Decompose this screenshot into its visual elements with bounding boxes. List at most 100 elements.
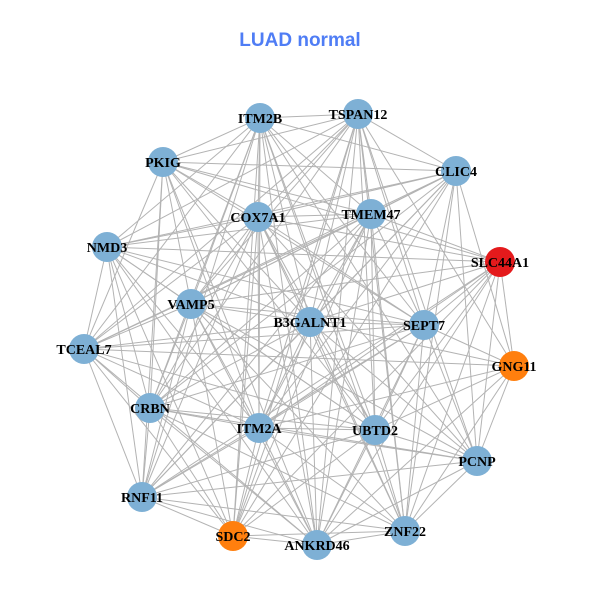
- edge-ITM2B-PKIG: [162, 117, 261, 163]
- edge-SLC44A1-UBTD2: [374, 261, 501, 431]
- node-circle[interactable]: [356, 199, 386, 229]
- edge-UBTD2-ZNF22: [374, 429, 406, 532]
- node-TMEM47[interactable]: TMEM47: [341, 199, 401, 229]
- node-circle[interactable]: [245, 103, 275, 133]
- edge-CRBN-PCNP: [149, 407, 478, 462]
- edge-ITM2B-TSPAN12: [259, 113, 359, 119]
- edge-SLC44A1-ITM2A: [258, 261, 501, 429]
- node-B3GALNT1[interactable]: B3GALNT1: [273, 307, 347, 337]
- edge-PKIG-SLC44A1: [162, 161, 501, 263]
- node-circle[interactable]: [148, 147, 178, 177]
- node-circle[interactable]: [127, 482, 157, 512]
- edge-COX7A1-PCNP: [257, 216, 478, 462]
- node-CRBN[interactable]: CRBN: [130, 393, 170, 423]
- node-NMD3[interactable]: NMD3: [87, 232, 127, 262]
- edge-TMEM47-SEPT7: [370, 213, 425, 326]
- node-ITM2B[interactable]: ITM2B: [238, 103, 282, 133]
- node-circle[interactable]: [485, 247, 515, 277]
- edge-COX7A1-TCEAL7: [83, 216, 259, 350]
- edge-COX7A1-ITM2A: [257, 216, 260, 429]
- node-TCEAL7[interactable]: TCEAL7: [56, 334, 112, 364]
- node-COX7A1[interactable]: COX7A1: [230, 202, 286, 232]
- node-circle[interactable]: [92, 232, 122, 262]
- edge-CRBN-SDC2: [149, 407, 234, 537]
- node-PKIG[interactable]: PKIG: [145, 147, 181, 177]
- node-ANKRD46[interactable]: ANKRD46: [284, 530, 350, 560]
- edge-B3GALNT1-TCEAL7: [83, 321, 311, 350]
- node-circle[interactable]: [69, 334, 99, 364]
- edge-TSPAN12-ITM2A: [258, 113, 359, 429]
- edge-TMEM47-SDC2: [232, 213, 372, 537]
- edge-TCEAL7-ITM2A: [83, 348, 260, 429]
- node-circle[interactable]: [409, 310, 439, 340]
- edge-ITM2B-ANKRD46: [259, 117, 318, 546]
- node-circle[interactable]: [302, 530, 332, 560]
- node-circle[interactable]: [390, 516, 420, 546]
- edge-COX7A1-VAMP5: [190, 216, 259, 305]
- edge-VAMP5-ZNF22: [190, 303, 406, 532]
- node-TSPAN12[interactable]: TSPAN12: [329, 99, 388, 129]
- edge-PCNP-ANKRD46: [316, 460, 478, 546]
- edge-SEPT7-GNG11: [423, 324, 515, 367]
- edge-TSPAN12-UBTD2: [357, 113, 376, 431]
- node-SDC2[interactable]: SDC2: [215, 521, 251, 551]
- edge-B3GALNT1-ITM2A: [258, 321, 311, 429]
- node-label: TCEAL7: [56, 343, 111, 358]
- edge-VAMP5-CRBN: [149, 303, 192, 409]
- edge-GNG11-UBTD2: [374, 365, 515, 431]
- edge-PKIG-COX7A1: [162, 161, 259, 218]
- node-circle[interactable]: [135, 393, 165, 423]
- edge-TSPAN12-NMD3: [106, 113, 359, 248]
- node-circle[interactable]: [343, 99, 373, 129]
- edge-ITM2B-TCEAL7: [83, 117, 261, 350]
- node-UBTD2[interactable]: UBTD2: [352, 415, 398, 445]
- node-circle[interactable]: [176, 289, 206, 319]
- node-circle[interactable]: [295, 307, 325, 337]
- node-PCNP[interactable]: PCNP: [458, 446, 496, 476]
- node-circle[interactable]: [244, 413, 274, 443]
- edge-SLC44A1-VAMP5: [190, 261, 501, 305]
- node-circle[interactable]: [243, 202, 273, 232]
- node-label: CRBN: [130, 402, 170, 417]
- edge-NMD3-SDC2: [106, 246, 234, 537]
- node-ZNF22[interactable]: ZNF22: [384, 516, 426, 546]
- edge-COX7A1-SDC2: [232, 216, 259, 537]
- node-label: UBTD2: [352, 424, 398, 439]
- edge-COX7A1-NMD3: [106, 216, 259, 248]
- node-SLC44A1[interactable]: SLC44A1: [471, 247, 529, 277]
- node-circle[interactable]: [499, 351, 529, 381]
- edge-VAMP5-SDC2: [190, 303, 234, 537]
- node-VAMP5[interactable]: VAMP5: [167, 289, 215, 319]
- node-circle[interactable]: [462, 446, 492, 476]
- node-CLIC4[interactable]: CLIC4: [435, 156, 477, 186]
- edge-TSPAN12-COX7A1: [257, 113, 359, 218]
- edge-TCEAL7-ANKRD46: [83, 348, 318, 546]
- node-circle[interactable]: [360, 415, 390, 445]
- edge-B3GALNT1-SEPT7: [309, 321, 425, 326]
- edge-CRBN-ANKRD46: [149, 407, 318, 546]
- edge-UBTD2-SDC2: [232, 429, 376, 537]
- edge-PKIG-TMEM47: [162, 161, 372, 215]
- edge-TCEAL7-SDC2: [83, 348, 234, 537]
- edge-ITM2B-PCNP: [259, 117, 478, 462]
- node-label: B3GALNT1: [273, 316, 346, 331]
- node-SEPT7[interactable]: SEPT7: [403, 310, 445, 340]
- node-circle[interactable]: [218, 521, 248, 551]
- edge-TSPAN12-B3GALNT1: [309, 113, 359, 323]
- node-label: SEPT7: [403, 319, 445, 334]
- node-label: ITM2A: [236, 422, 282, 437]
- edge-CRBN-ZNF22: [149, 407, 406, 532]
- node-ITM2A[interactable]: ITM2A: [236, 413, 282, 443]
- edge-TMEM47-CRBN: [149, 213, 372, 409]
- edge-VAMP5-TCEAL7: [83, 303, 192, 350]
- edge-VAMP5-RNF11: [141, 303, 192, 498]
- node-RNF11[interactable]: RNF11: [121, 482, 163, 512]
- node-label: TSPAN12: [329, 108, 388, 123]
- edge-PCNP-ZNF22: [404, 460, 478, 532]
- node-GNG11[interactable]: GNG11: [491, 351, 537, 381]
- edge-CLIC4-GNG11: [455, 170, 515, 367]
- edge-NMD3-SLC44A1: [106, 246, 501, 263]
- node-circle[interactable]: [441, 156, 471, 186]
